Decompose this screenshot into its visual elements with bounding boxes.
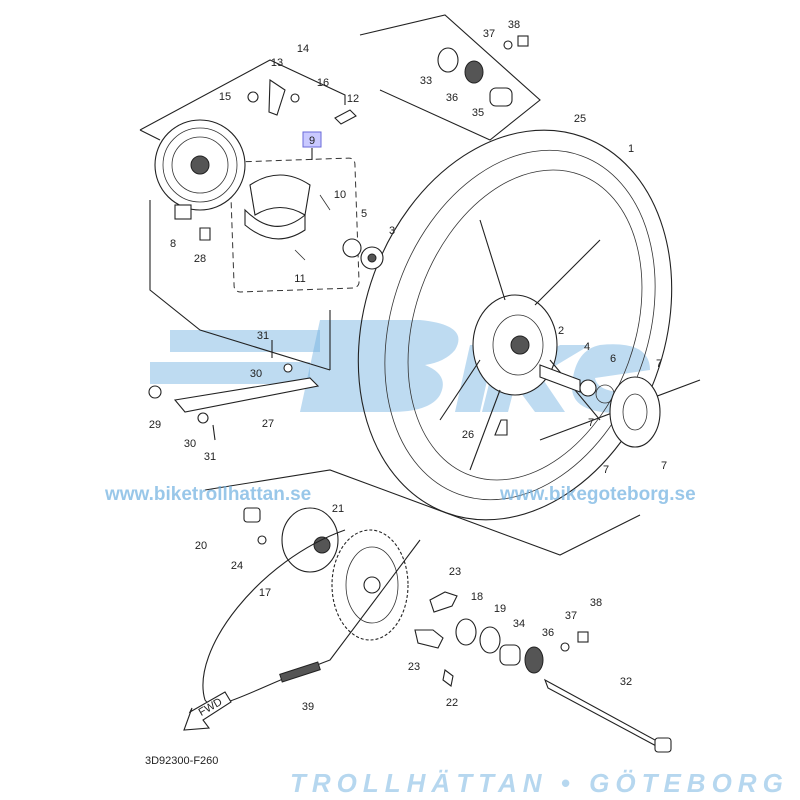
callout[interactable]: 4 [584,341,590,353]
callout[interactable]: 37 [483,28,495,40]
callout[interactable]: 7 [661,460,667,472]
callout[interactable]: 36 [542,627,554,639]
callout[interactable]: 5 [361,208,367,220]
callout[interactable]: 27 [262,418,274,430]
brake-shoe-plate [154,78,357,261]
callout[interactable]: 31 [204,451,216,463]
callout[interactable]: 30 [250,368,262,380]
callout[interactable]: 32 [620,676,632,688]
callout[interactable]: 10 [334,189,346,201]
drive-chain [202,529,421,705]
callout[interactable]: 33 [420,75,432,87]
watermark-url-left: www.biketrollhattan.se [104,484,311,505]
callout[interactable]: 37 [565,610,577,622]
bearings [342,238,384,270]
callout[interactable]: 35 [472,107,484,119]
callout[interactable]: 38 [590,597,602,609]
callout[interactable]: 39 [302,701,314,713]
callout[interactable]: 21 [332,503,344,515]
callout[interactable]: 18 [471,591,483,603]
callout[interactable]: 22 [446,697,458,709]
callout[interactable]: 7 [588,417,594,429]
callout[interactable]: 26 [462,429,474,441]
callout[interactable]: 13 [271,57,283,69]
callout[interactable]: 7 [603,464,609,476]
callout[interactable]: 7 [656,358,662,370]
axle-hardware-bottom [414,591,672,753]
callout[interactable]: 36 [446,92,458,104]
callout[interactable]: 34 [513,618,525,630]
callout[interactable]: 17 [259,587,271,599]
callout[interactable]: 23 [408,661,420,673]
callout[interactable]: 1 [628,143,634,155]
watermark: TROLLHÄTTAN • GÖTEBORG www.biketrollhatt… [104,484,789,798]
callout[interactable]: 6 [610,353,616,365]
callout[interactable]: 19 [494,603,506,615]
callout[interactable]: 29 [149,419,161,431]
callout[interactable]: 15 [219,91,231,103]
rear-wheel [357,129,673,521]
callout[interactable]: 16 [317,77,329,89]
callout-highlighted[interactable]: 9 [309,135,315,147]
callout[interactable]: 12 [347,93,359,105]
callout[interactable]: 14 [297,43,309,55]
callout[interactable]: 20 [195,540,207,552]
axle-adjuster-top [437,35,529,107]
callout[interactable]: 30 [184,438,196,450]
forward-arrow-icon: FWD [183,691,232,731]
highlight-box [302,131,322,148]
callout[interactable]: 11 [294,273,305,285]
callout[interactable]: 2 [558,325,564,337]
watermark-url-right: www.bikegoteborg.se [499,484,696,505]
callout[interactable]: 25 [574,113,586,125]
callout[interactable]: 24 [231,560,243,572]
watermark-subtitle: TROLLHÄTTAN • GÖTEBORG [290,768,789,798]
callout[interactable]: 31 [257,330,269,342]
sprocket-assembly [243,507,409,641]
callout[interactable]: 23 [449,566,461,578]
callout[interactable]: 3 [389,225,395,237]
callout[interactable]: 8 [170,238,176,250]
drawing-code: 3D92300-F260 [145,755,218,767]
callout[interactable]: 28 [194,253,206,265]
callout[interactable]: 38 [508,19,520,31]
callout-labels: 14 13 16 15 12 9 37 38 33 36 35 25 1 10 … [149,19,667,713]
torque-arm [148,340,320,441]
